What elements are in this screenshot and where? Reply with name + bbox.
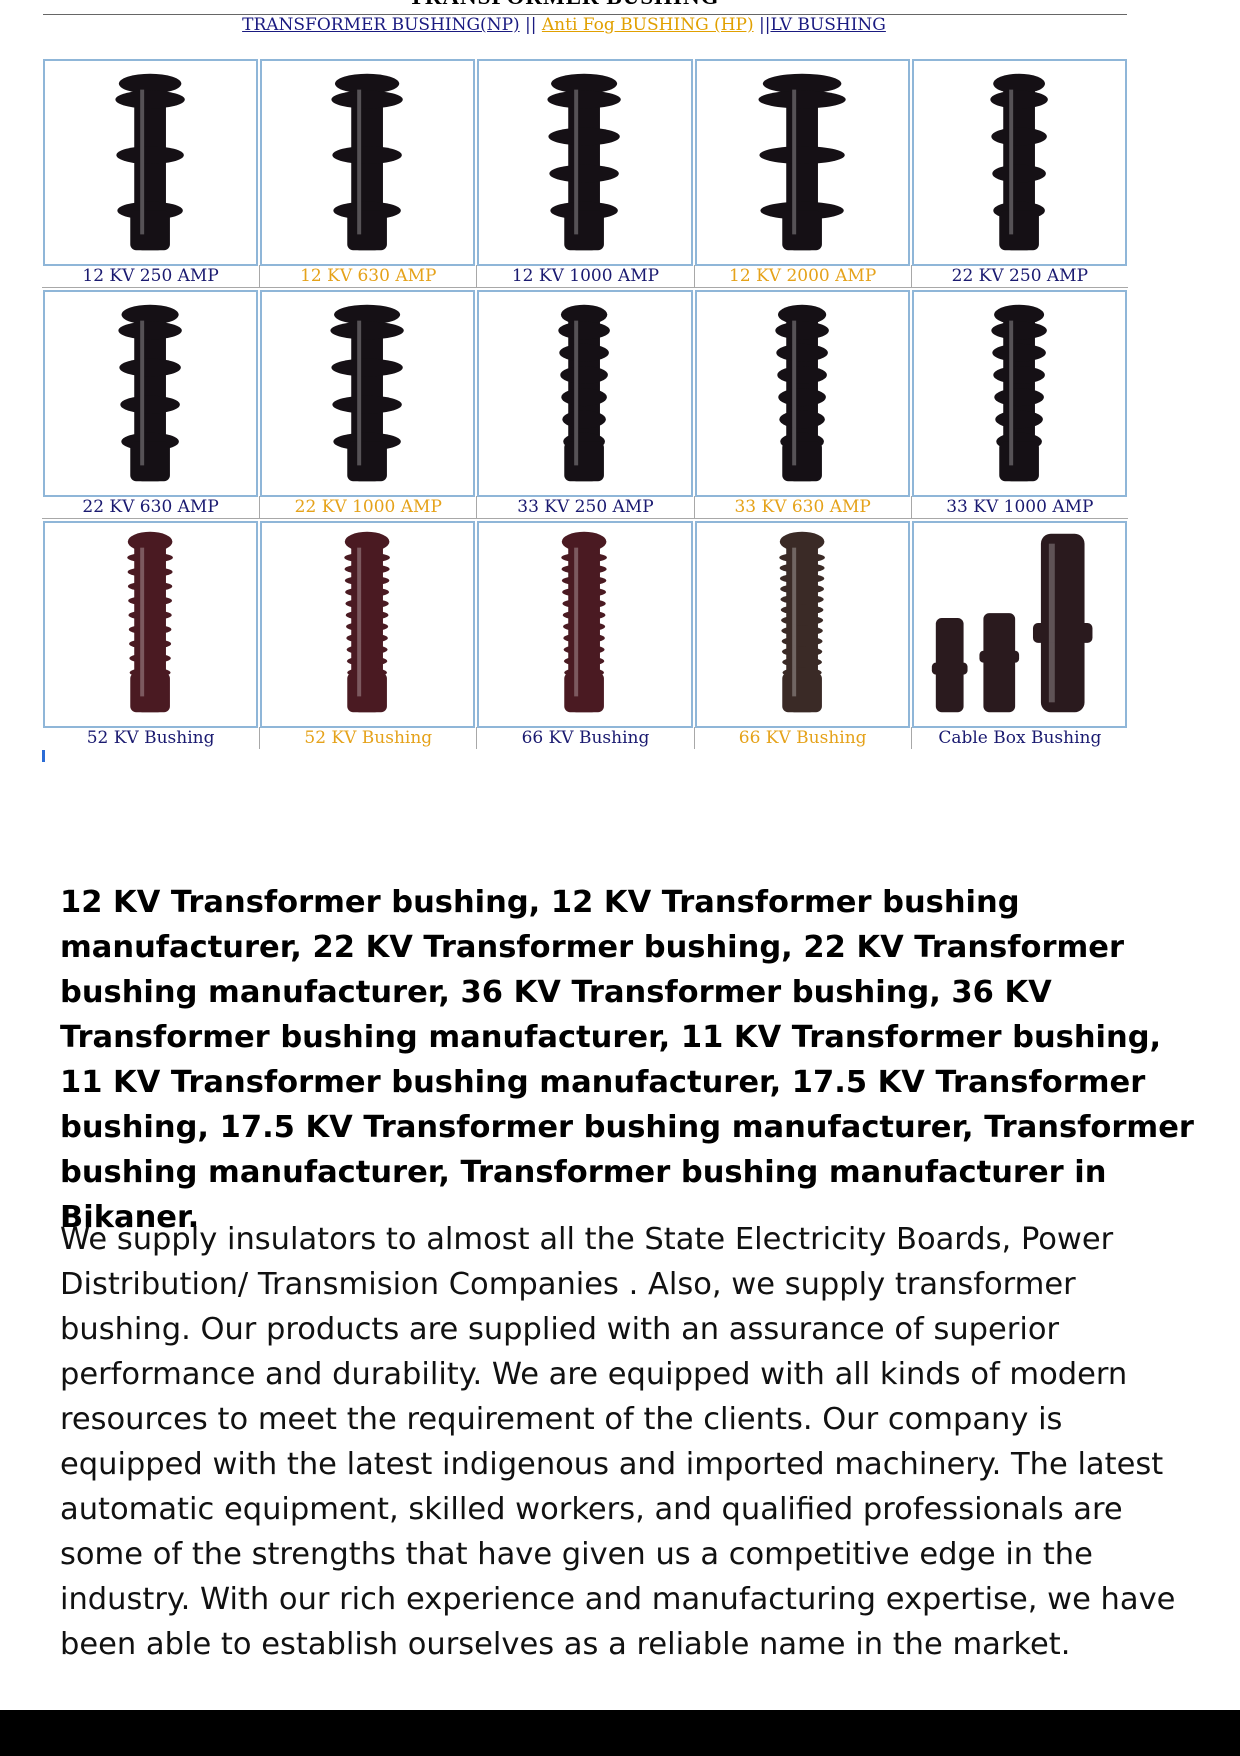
- bushing-icon: [931, 533, 1093, 713]
- product-image[interactable]: [911, 521, 1127, 728]
- product-image[interactable]: [43, 59, 259, 266]
- bushing-icon: [991, 304, 1047, 482]
- product-image[interactable]: [43, 290, 259, 497]
- product-image[interactable]: [911, 59, 1127, 266]
- bushing-icon: [774, 304, 829, 482]
- bushing-icon: [758, 73, 846, 251]
- product-image[interactable]: [260, 59, 476, 266]
- product-card[interactable]: 33 KV 250 AMP: [476, 290, 694, 521]
- product-caption[interactable]: 52 KV Bushing: [259, 727, 476, 749]
- bushing-icon: [331, 73, 403, 251]
- nav-separator: ||: [753, 15, 771, 35]
- bushing-icon: [115, 73, 185, 251]
- product-card[interactable]: 52 KV Bushing: [259, 521, 476, 756]
- product-card[interactable]: 12 KV 250 AMP: [42, 59, 260, 290]
- bushing-icon: [127, 531, 173, 713]
- bushing-icon: [118, 304, 182, 482]
- page-heading: TRANSFORMER BUSHING: [0, 0, 1128, 10]
- product-image[interactable]: [911, 290, 1127, 497]
- product-image[interactable]: [477, 521, 693, 728]
- product-caption[interactable]: 22 KV 630 AMP: [42, 496, 260, 519]
- product-caption[interactable]: 33 KV 250 AMP: [476, 496, 694, 519]
- nav-separator: ||: [519, 15, 542, 35]
- product-image[interactable]: [477, 59, 693, 266]
- product-caption[interactable]: 12 KV 630 AMP: [259, 265, 477, 288]
- product-image[interactable]: [694, 521, 910, 728]
- nav-link-anti-fog-bushing-hp[interactable]: Anti Fog BUSHING (HP): [541, 15, 754, 35]
- page-marker: [42, 750, 45, 762]
- bushing-icon: [561, 531, 608, 713]
- product-caption[interactable]: Cable Box Bushing: [910, 727, 1128, 749]
- product-image[interactable]: [694, 290, 910, 497]
- footer-bar: [0, 1710, 1240, 1756]
- product-card[interactable]: 12 KV 630 AMP: [259, 59, 477, 290]
- product-card[interactable]: 12 KV 1000 AMP: [476, 59, 694, 290]
- product-caption[interactable]: 33 KV 630 AMP: [693, 496, 911, 519]
- product-card[interactable]: 66 KV Bushing: [476, 521, 693, 756]
- nav-link-transformer-bushing-np[interactable]: TRANSFORMER BUSHING(NP): [242, 15, 520, 35]
- product-card[interactable]: 66 KV Bushing: [693, 521, 911, 756]
- bushing-category-nav: TRANSFORMER BUSHING(NP) || Anti Fog BUSH…: [0, 15, 1128, 35]
- product-image[interactable]: [260, 521, 476, 728]
- product-card[interactable]: 22 KV 1000 AMP: [259, 290, 477, 521]
- keywords-heading: 12 KV Transformer bushing, 12 KV Transfo…: [60, 885, 1194, 1235]
- product-caption[interactable]: 12 KV 250 AMP: [42, 265, 260, 288]
- product-card[interactable]: Cable Box Bushing: [910, 521, 1128, 756]
- product-caption[interactable]: 22 KV 1000 AMP: [259, 496, 477, 519]
- product-image[interactable]: [260, 290, 476, 497]
- product-caption[interactable]: 52 KV Bushing: [86, 728, 215, 748]
- product-card[interactable]: 33 KV 630 AMP: [693, 290, 911, 521]
- nav-link-lv-bushing[interactable]: LV BUSHING: [770, 15, 886, 35]
- product-card[interactable]: 52 KV Bushing: [42, 521, 259, 756]
- company-description: We supply insulators to almost all the S…: [60, 1222, 1176, 1662]
- product-image[interactable]: [477, 290, 693, 497]
- heading-divider: [43, 14, 1127, 15]
- product-caption[interactable]: 12 KV 2000 AMP: [693, 265, 911, 288]
- bushing-icon: [344, 531, 391, 713]
- bushing-icon: [547, 73, 622, 251]
- bushing-icon: [778, 531, 825, 713]
- product-card[interactable]: 22 KV 250 AMP: [910, 59, 1128, 290]
- product-card[interactable]: 12 KV 2000 AMP: [693, 59, 911, 290]
- bushing-icon: [558, 304, 611, 482]
- product-caption[interactable]: 66 KV Bushing: [693, 727, 911, 749]
- product-caption[interactable]: 12 KV 1000 AMP: [476, 265, 694, 288]
- bushing-icon: [990, 73, 1048, 251]
- product-image[interactable]: [694, 59, 910, 266]
- product-card[interactable]: 33 KV 1000 AMP: [910, 290, 1128, 521]
- product-card[interactable]: 22 KV 630 AMP: [42, 290, 260, 521]
- product-caption[interactable]: 22 KV 250 AMP: [910, 265, 1128, 288]
- product-caption[interactable]: 66 KV Bushing: [476, 727, 693, 749]
- product-caption[interactable]: 33 KV 1000 AMP: [910, 496, 1128, 519]
- product-image[interactable]: [43, 521, 259, 728]
- bushing-icon: [330, 304, 404, 482]
